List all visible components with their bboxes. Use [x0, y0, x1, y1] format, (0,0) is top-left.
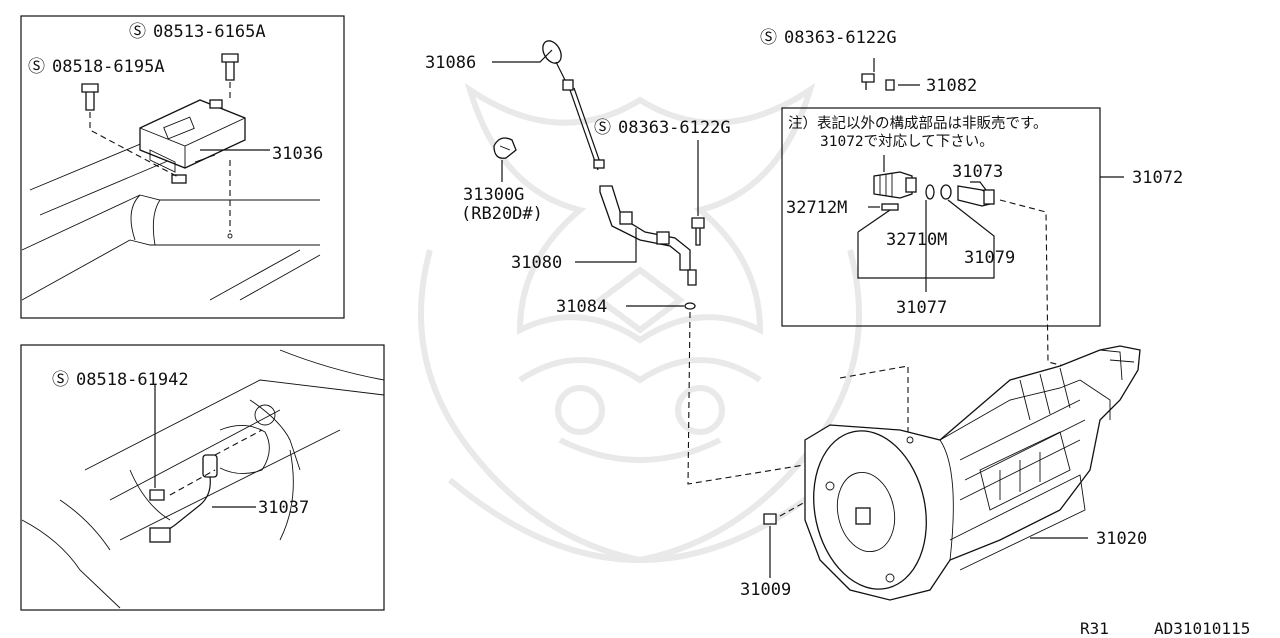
control-unit-illustration [21, 53, 321, 301]
label-rb20d: (RB20D#) [461, 204, 543, 224]
kit-illustration [857, 155, 1124, 292]
label-31084: 31084 [556, 297, 607, 317]
label-08363-6122g-top: 08363-6122G [784, 28, 897, 48]
footer-model: R31 [1080, 619, 1109, 638]
label-08518-61942: 08518-61942 [76, 370, 189, 390]
sensor-illustration [21, 349, 385, 609]
label-31073: 31073 [952, 162, 1003, 182]
label-31080: 31080 [511, 253, 562, 273]
label-31009: 31009 [740, 580, 791, 600]
label-08513-6165a: 08513-6165A [153, 22, 266, 42]
label-32710m: 32710M [886, 230, 947, 250]
note-line-1: 注）表記以外の構成部品は非販売です。 [788, 115, 1048, 132]
transmission-illustration [804, 345, 1141, 601]
standard-part-symbol: Ⓢ [52, 370, 69, 390]
label-31020: 31020 [1096, 529, 1147, 549]
label-08518-6195a: 08518-6195A [52, 57, 165, 77]
inset-box-kit [781, 107, 1101, 327]
label-08363-6122g-mid: 08363-6122G [618, 118, 731, 138]
label-32712m: 32712M [786, 198, 847, 218]
label-31086: 31086 [425, 53, 476, 73]
label-31036: 31036 [272, 144, 323, 164]
label-31079: 31079 [964, 248, 1015, 268]
standard-part-symbol: Ⓢ [760, 28, 777, 48]
dipstick-illustration [493, 40, 895, 525]
standard-part-symbol: Ⓢ [129, 22, 146, 42]
footer-code: AD31010115 [1154, 619, 1250, 638]
label-31072: 31072 [1132, 168, 1183, 188]
standard-part-symbol: Ⓢ [594, 118, 611, 138]
watermark-emblem [418, 82, 862, 564]
inset-box-sensor [20, 344, 385, 611]
inset-box-control-unit [20, 15, 345, 319]
label-31077: 31077 [896, 298, 947, 318]
label-31082: 31082 [926, 76, 977, 96]
note-line-2: 31072で対応して下さい。 [820, 133, 994, 150]
standard-part-symbol: Ⓢ [28, 57, 45, 77]
label-31300g: 31300G [463, 185, 524, 205]
label-31037: 31037 [258, 498, 309, 518]
